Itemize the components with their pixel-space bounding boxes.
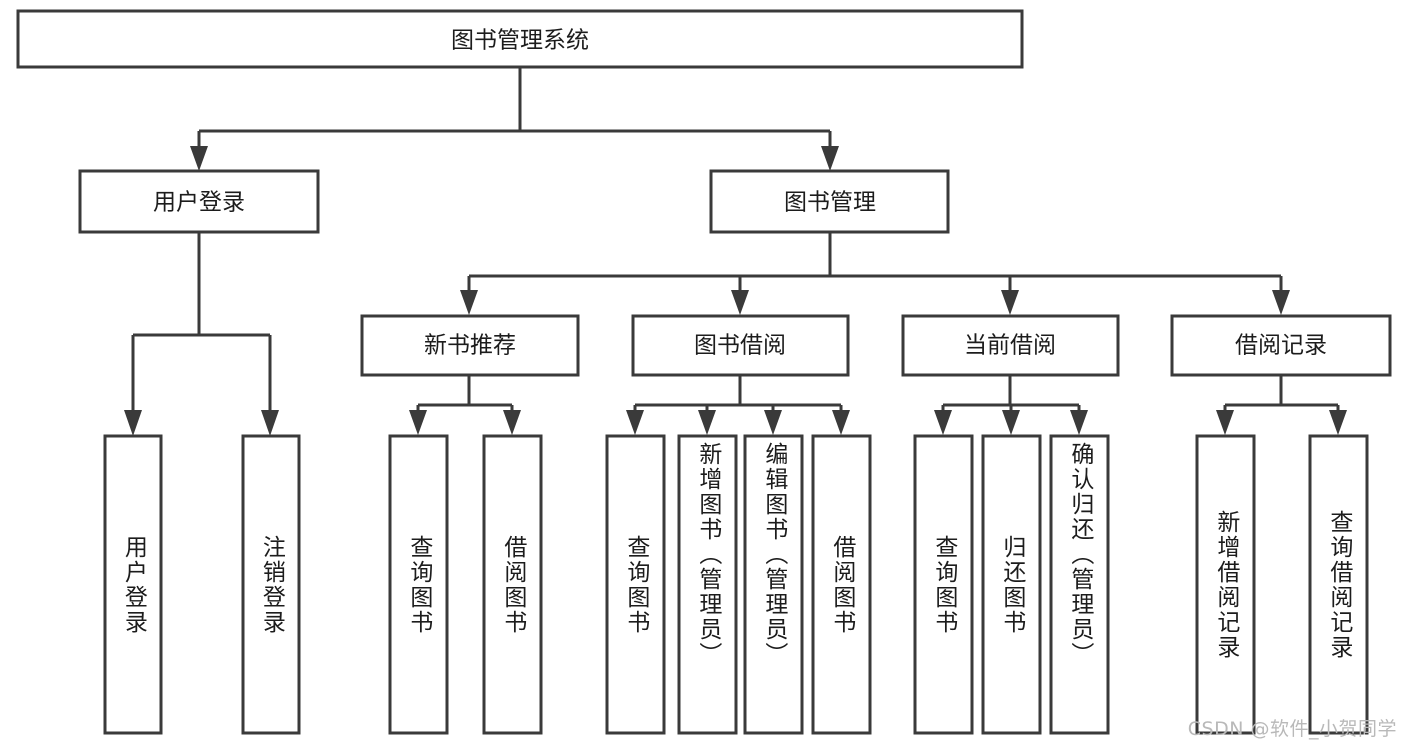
node-user-login-label: 用户登录 bbox=[153, 190, 245, 216]
arrowhead-new-book bbox=[460, 290, 478, 315]
connector-group-new-book bbox=[409, 375, 521, 435]
node-root[interactable]: 图书管理系统 bbox=[16, 9, 1024, 69]
arrowhead-cb-confirm-return bbox=[1070, 410, 1088, 435]
connector-group-current-borrow bbox=[934, 375, 1088, 435]
node-new-book-recommend[interactable]: 新书推荐 bbox=[360, 314, 580, 377]
node-new-book-recommend-label: 新书推荐 bbox=[424, 333, 516, 359]
node-current-borrow-box[interactable] bbox=[901, 314, 1120, 377]
node-root-box[interactable] bbox=[16, 9, 1024, 69]
arrowhead-user-login bbox=[190, 146, 208, 171]
leaf-boxes-book-borrow bbox=[605, 434, 872, 735]
leaf-box-bb-borrow-book[interactable] bbox=[811, 434, 872, 735]
connector-group-borrow-record bbox=[1216, 375, 1347, 435]
node-borrow-record-label: 借阅记录 bbox=[1235, 333, 1327, 359]
node-book-manage-label: 图书管理 bbox=[784, 190, 876, 216]
arrowhead-bb-edit-book bbox=[764, 410, 782, 435]
arrowhead-bb-query-book bbox=[626, 410, 644, 435]
arrowhead-book-borrow bbox=[731, 290, 749, 315]
leaf-box-cb-confirm-return[interactable] bbox=[1049, 434, 1110, 735]
leaf-box-cb-query-book[interactable] bbox=[913, 434, 974, 735]
arrowhead-cb-query-book bbox=[934, 410, 952, 435]
leaf-box-bb-query-book[interactable] bbox=[605, 434, 666, 735]
arrowhead-current-borrow bbox=[1001, 290, 1019, 315]
arrowhead-bb-borrow-book bbox=[832, 410, 850, 435]
connector-group-root bbox=[190, 66, 839, 171]
leaf-boxes-new-book-recommend bbox=[388, 434, 543, 735]
leaf-box-nb-borrow-book[interactable] bbox=[482, 434, 543, 735]
leaf-box-br-add-record[interactable] bbox=[1195, 434, 1256, 735]
leaf-box-br-query-record[interactable] bbox=[1308, 434, 1369, 735]
leaf-box-user-login[interactable] bbox=[103, 434, 163, 735]
node-root-label: 图书管理系统 bbox=[451, 28, 589, 54]
node-borrow-record[interactable]: 借阅记录 bbox=[1170, 314, 1392, 377]
arrowhead-leaf-user-login bbox=[124, 410, 142, 436]
node-user-login[interactable]: 用户登录 bbox=[78, 169, 320, 234]
node-book-manage[interactable]: 图书管理 bbox=[709, 169, 950, 234]
arrowhead-nb-query-book bbox=[409, 410, 427, 435]
connector-group-user-login bbox=[124, 232, 279, 436]
node-book-borrow-box[interactable] bbox=[631, 314, 850, 377]
leaf-box-bb-edit-book[interactable] bbox=[743, 434, 804, 735]
leaf-box-cb-return-book[interactable] bbox=[981, 434, 1042, 735]
node-new-book-recommend-box[interactable] bbox=[360, 314, 580, 377]
leaf-boxes-user-login bbox=[103, 434, 301, 735]
leaf-box-nb-query-book[interactable] bbox=[388, 434, 449, 735]
leaf-boxes-current-borrow bbox=[913, 434, 1110, 735]
connector-group-book-borrow bbox=[626, 375, 850, 435]
connector-group-book-manage bbox=[460, 232, 1290, 315]
leaf-box-bb-add-book[interactable] bbox=[677, 434, 738, 735]
node-book-borrow[interactable]: 图书借阅 bbox=[631, 314, 850, 377]
node-book-manage-box[interactable] bbox=[709, 169, 950, 234]
csdn-watermark: CSDN @软件_小贺同学 bbox=[1187, 718, 1397, 740]
node-user-login-box[interactable] bbox=[78, 169, 320, 234]
arrowhead-br-query-record bbox=[1329, 410, 1347, 435]
node-current-borrow-label: 当前借阅 bbox=[964, 333, 1056, 359]
arrowhead-borrow-record bbox=[1272, 290, 1290, 315]
node-book-borrow-label: 图书借阅 bbox=[694, 333, 786, 359]
arrowhead-nb-borrow-book bbox=[503, 410, 521, 435]
leaf-boxes-borrow-record bbox=[1195, 434, 1369, 735]
arrowhead-book-manage bbox=[821, 146, 839, 171]
arrowhead-bb-add-book bbox=[698, 410, 716, 435]
node-current-borrow[interactable]: 当前借阅 bbox=[901, 314, 1120, 377]
node-borrow-record-box[interactable] bbox=[1170, 314, 1392, 377]
leaf-box-logout[interactable] bbox=[241, 434, 301, 735]
arrowhead-br-add-record bbox=[1216, 410, 1234, 435]
arrowhead-cb-return-book bbox=[1002, 410, 1020, 435]
arrowhead-leaf-logout bbox=[261, 410, 279, 436]
